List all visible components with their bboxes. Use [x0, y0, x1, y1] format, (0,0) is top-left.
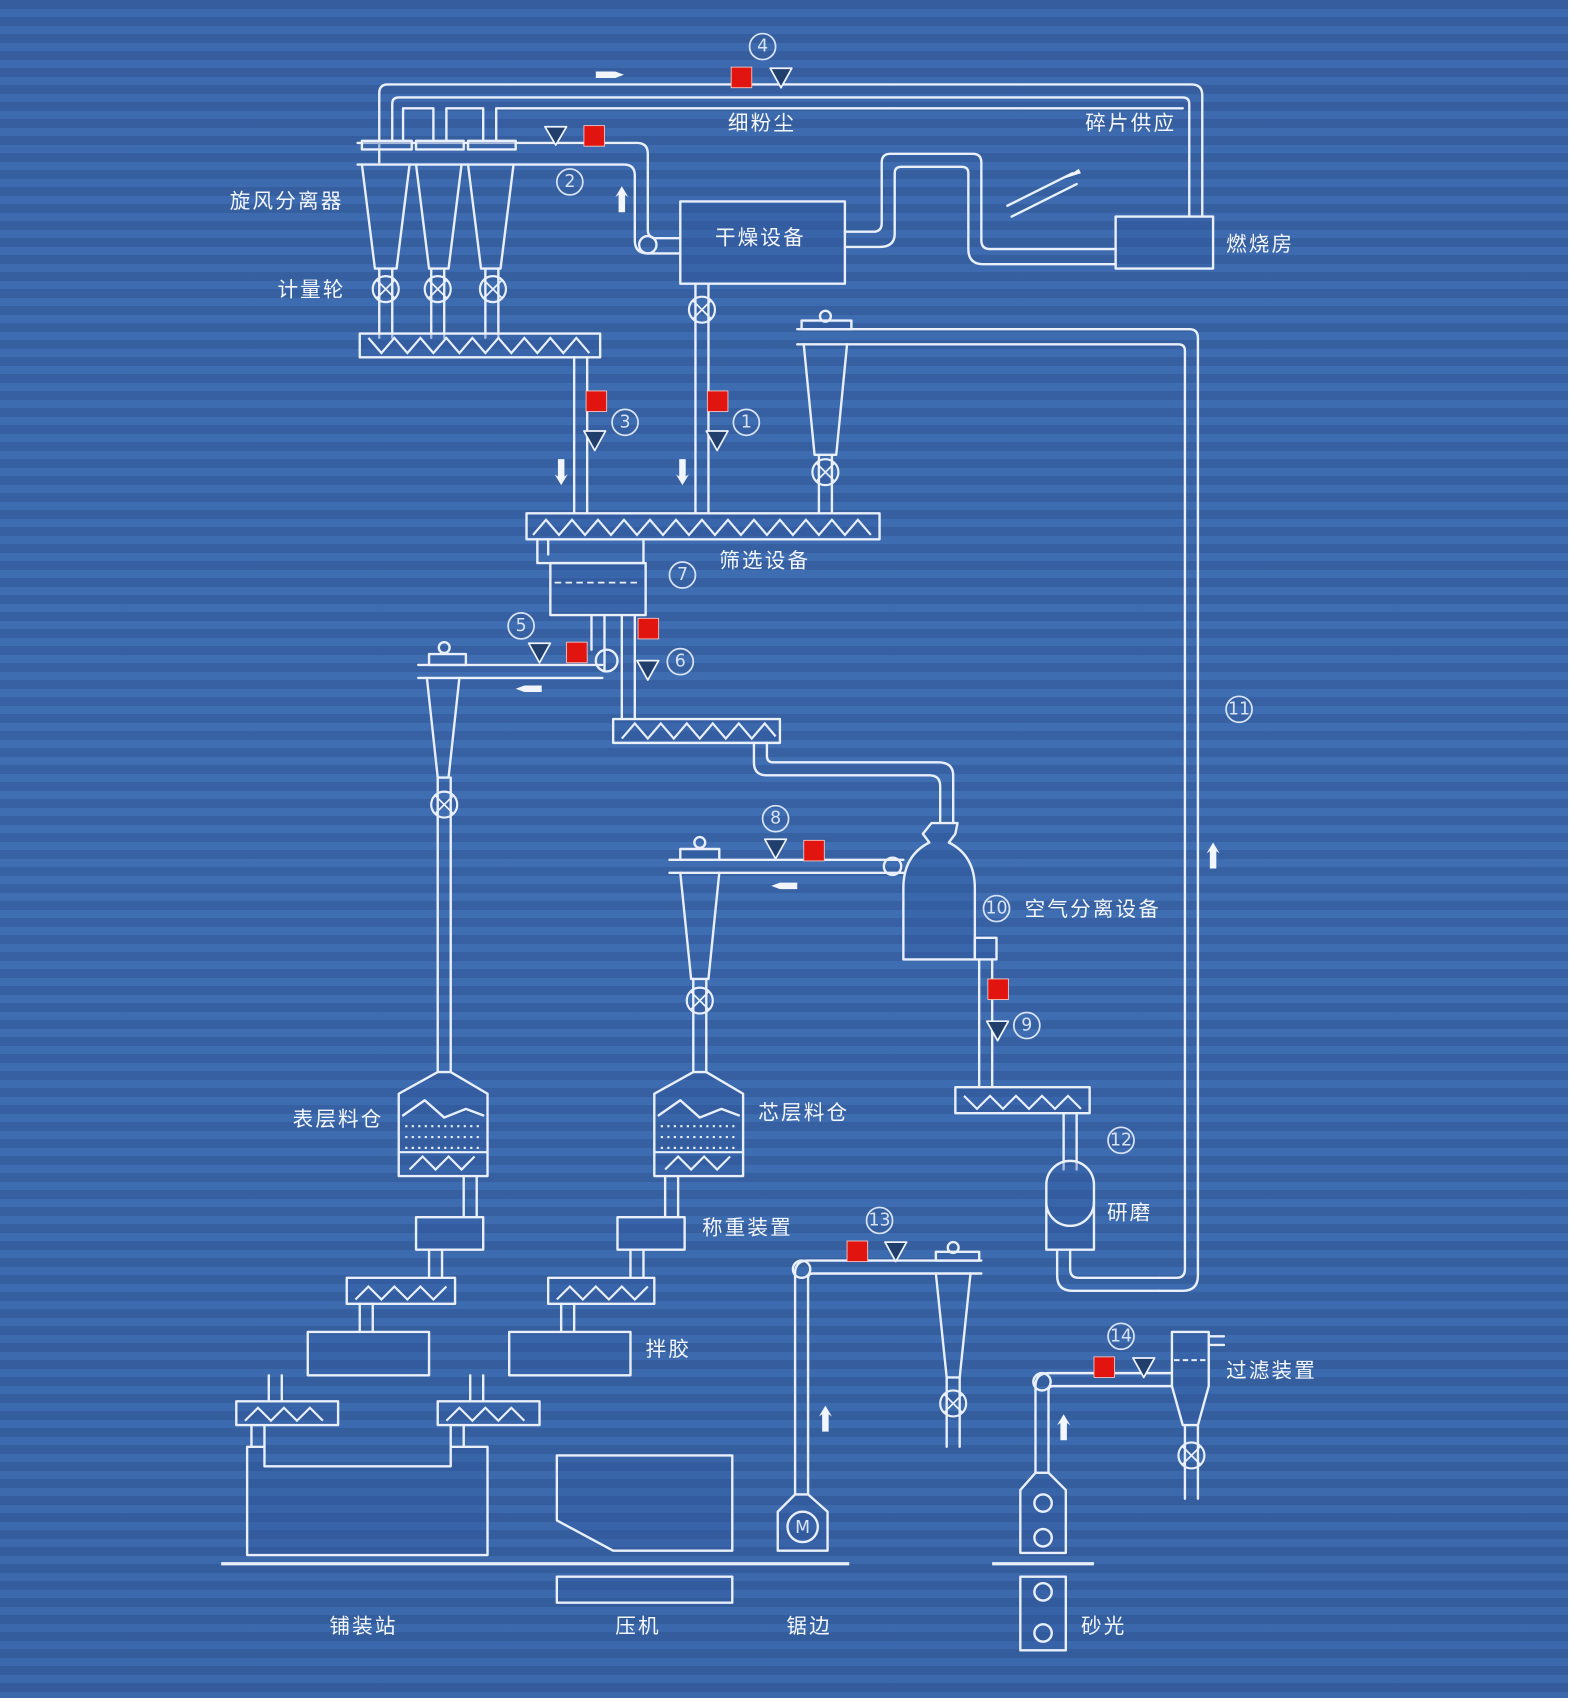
- flow-arrow-right-icon: [595, 71, 624, 78]
- sanding-extraction: 砂光 过滤装置: [1019, 1330, 1317, 1652]
- press: 压机: [555, 1454, 734, 1638]
- surface-material-line: [417, 640, 604, 1074]
- dry-chip-conveyor: [358, 332, 602, 515]
- motor-symbol: M: [795, 1518, 810, 1538]
- chip-feed-arrow-icon: [1063, 168, 1081, 179]
- measurement-point-14[interactable]: 14: [1093, 1322, 1156, 1379]
- cyclone-2: [414, 139, 465, 340]
- burner-label: 燃烧房: [1226, 232, 1294, 256]
- metering-wheel-icon: [371, 275, 508, 304]
- saw-cyclone-valve-icon: [939, 1389, 968, 1418]
- svg-text:4: 4: [757, 37, 768, 57]
- measurement-point-11[interactable]: 11: [1225, 695, 1253, 724]
- cyclone-header-pipe: [356, 141, 682, 255]
- metering-wheel-label: 计量轮: [277, 278, 345, 302]
- svg-text:11: 11: [1228, 699, 1250, 719]
- core-rotary-valve-icon: [685, 986, 714, 1015]
- air-separator: 空气分离设备: [902, 821, 1161, 1089]
- svg-text:13: 13: [869, 1210, 891, 1230]
- svg-text:5: 5: [516, 616, 527, 636]
- svg-text:1: 1: [741, 412, 752, 432]
- measurement-point-8[interactable]: 8: [761, 804, 825, 862]
- fines-grinding-line: 研磨: [954, 1086, 1161, 1293]
- cyclone-label: 旋风分离器: [230, 189, 344, 213]
- svg-text:8: 8: [770, 809, 781, 829]
- cyclone-3: [466, 139, 517, 340]
- cyclone-1: [360, 139, 413, 340]
- flow-arrow-up-icon: [1206, 842, 1220, 869]
- svg-text:6: 6: [675, 652, 686, 672]
- surface-bin-label: 表层料仓: [293, 1107, 384, 1131]
- oversize-return-line: [796, 309, 1200, 1293]
- flow-arrow-down-icon: [675, 459, 689, 486]
- return-rotary-valve-icon: [811, 458, 840, 487]
- fine-dust-pipe: [378, 83, 1204, 218]
- measurement-point-4[interactable]: 4: [730, 32, 793, 89]
- svg-text:14: 14: [1110, 1326, 1132, 1346]
- measurement-point-12[interactable]: 12: [1107, 1126, 1135, 1155]
- air-separator-label: 空气分离设备: [1025, 897, 1161, 921]
- svg-text:7: 7: [677, 565, 688, 585]
- chip-supply-label: 碎片供应: [1085, 111, 1176, 135]
- svg-text:2: 2: [564, 172, 575, 192]
- dryer-rotary-valve-icon: [687, 295, 717, 324]
- flow-arrow-up-icon: [1057, 1414, 1071, 1441]
- svg-text:10: 10: [985, 899, 1007, 919]
- filter-valve-icon: [1177, 1441, 1206, 1470]
- weighing-label: 称重装置: [702, 1216, 793, 1240]
- dryer-label: 干燥设备: [715, 226, 806, 250]
- svg-text:3: 3: [620, 412, 631, 432]
- measurement-point-10[interactable]: 10: [982, 894, 1011, 923]
- edge-saw-extraction: M 锯边: [776, 1240, 983, 1638]
- gluing-label: 拌胶: [646, 1337, 691, 1361]
- forming-station-label: 铺装站: [329, 1614, 397, 1638]
- measurement-point-13[interactable]: 13: [846, 1206, 908, 1263]
- screening-label: 筛选设备: [719, 548, 810, 572]
- flow-arrow-left-icon: [515, 685, 542, 692]
- press-label: 压机: [615, 1614, 660, 1638]
- surface-layer-bin: 表层料仓: [293, 1070, 489, 1377]
- flow-arrow-up-icon: [615, 186, 629, 213]
- surface-rotary-valve-icon: [430, 790, 459, 819]
- svg-text:9: 9: [1021, 1016, 1032, 1036]
- core-layer-bin: 芯层料仓 称重装置 拌胶: [508, 1070, 849, 1377]
- svg-text:12: 12: [1110, 1130, 1132, 1150]
- measurement-point-6[interactable]: 6: [636, 617, 695, 681]
- burner: 燃烧房: [1114, 215, 1294, 270]
- flow-arrow-down-icon: [554, 459, 568, 486]
- sanding-label: 砂光: [1081, 1614, 1126, 1638]
- dryer: 干燥设备: [679, 152, 1117, 515]
- measurement-point-7[interactable]: 7: [668, 561, 697, 589]
- core-bin-label: 芯层料仓: [758, 1101, 849, 1125]
- fine-dust-label: 细粉尘: [728, 111, 796, 135]
- measurement-point-3[interactable]: 3: [583, 390, 639, 452]
- forming-station: 铺装站: [235, 1374, 541, 1638]
- flow-arrow-up-icon: [818, 1405, 832, 1432]
- measurement-point-2[interactable]: 2: [544, 125, 605, 196]
- flow-arrow-left-icon: [771, 882, 798, 890]
- cyclone-battery: [360, 139, 517, 340]
- screening-equipment: 筛选设备: [525, 512, 881, 721]
- edge-saw-label: 锯边: [786, 1614, 831, 1638]
- filter-label: 过滤装置: [1226, 1358, 1317, 1382]
- grinding-label: 研磨: [1107, 1200, 1152, 1224]
- core-material-conveyor: [611, 717, 955, 825]
- measurement-point-1[interactable]: 1: [705, 390, 761, 452]
- core-cyclone-line: [668, 835, 905, 1074]
- measurement-point-9[interactable]: 9: [985, 978, 1041, 1042]
- measurement-point-5[interactable]: 5: [507, 612, 588, 664]
